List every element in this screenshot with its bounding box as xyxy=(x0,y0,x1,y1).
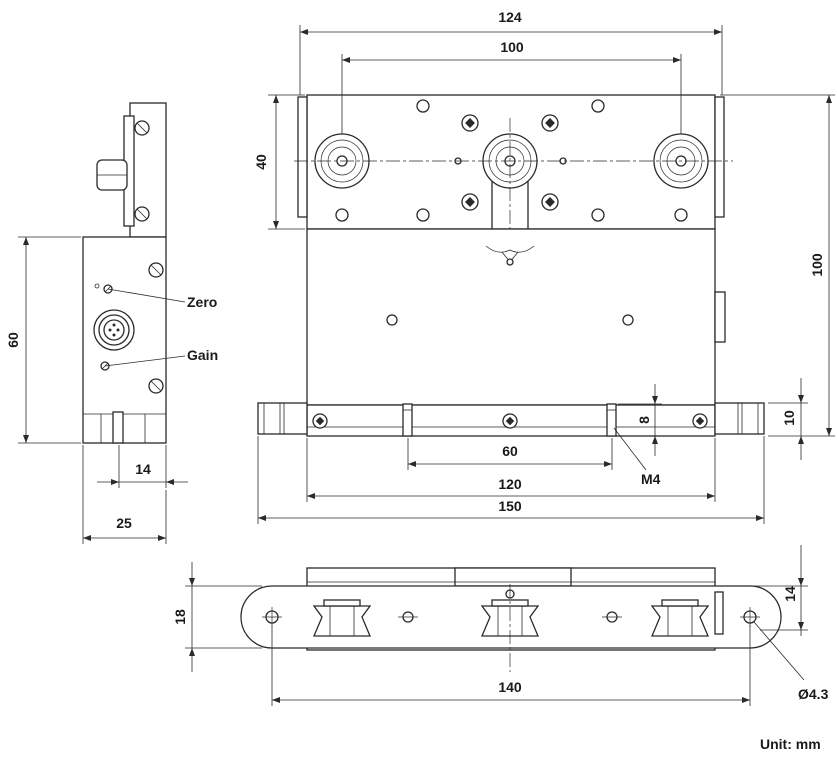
side-body-screw-bottom-slot xyxy=(150,380,162,392)
dim-arrow xyxy=(166,479,174,485)
dim-arrow xyxy=(714,29,722,35)
diameter-label: Ø4.3 xyxy=(798,686,829,702)
body-hole xyxy=(622,314,634,326)
dim-arrow xyxy=(798,436,804,444)
dim-arrow xyxy=(111,479,119,485)
dim-arrow xyxy=(307,493,315,499)
dim-25-label: 25 xyxy=(116,515,132,531)
dim-arrow xyxy=(798,578,804,586)
torx-screw xyxy=(502,413,518,429)
dim-arrow xyxy=(342,57,350,63)
torx-screw xyxy=(461,114,479,132)
side-view: Zero Gain 60 14 25 xyxy=(5,102,218,544)
plate-hole xyxy=(416,208,430,222)
torx-screw xyxy=(541,193,559,211)
dim-arrow xyxy=(408,461,416,467)
side-body-screw-top-slot xyxy=(150,264,162,276)
plate-hole xyxy=(416,99,430,113)
dim-100v-label: 100 xyxy=(809,253,825,277)
bottom-pulley-right xyxy=(650,599,710,637)
unit-label: Unit: mm xyxy=(760,736,821,752)
dim-arrow xyxy=(826,95,832,103)
dim-arrow xyxy=(826,428,832,436)
dim-arrow xyxy=(798,395,804,403)
plate-hole xyxy=(591,99,605,113)
front-plate-lip-right xyxy=(714,96,725,218)
dim-arrow xyxy=(189,648,195,656)
front-foot-right xyxy=(714,402,765,435)
wire-symbol-icon xyxy=(485,245,535,253)
dim-18-label: 18 xyxy=(172,609,188,625)
dim-14b-label: 14 xyxy=(782,586,798,602)
plate-hole xyxy=(591,208,605,222)
connector-pin xyxy=(116,328,120,332)
dim-arrow xyxy=(273,95,279,103)
side-thread-hole xyxy=(112,411,124,444)
front-body xyxy=(306,228,716,406)
side-screw-top-slot xyxy=(136,122,148,134)
front-plate-lip-left xyxy=(297,96,308,218)
dim-120-label: 120 xyxy=(498,476,522,492)
front-side-connector xyxy=(714,291,726,343)
dim-arrow xyxy=(652,396,658,404)
dim-arrow xyxy=(23,435,29,443)
m4-hole-right xyxy=(606,403,617,437)
dim-150-label: 150 xyxy=(498,498,522,514)
front-view: 124 100 40 100 10 8 M xyxy=(253,9,835,524)
dim-arrow xyxy=(707,493,715,499)
dim-arrow xyxy=(189,578,195,586)
torx-screw xyxy=(461,193,479,211)
dim-8-label: 8 xyxy=(636,416,652,424)
body-hole xyxy=(386,314,398,326)
dim-arrow xyxy=(604,461,612,467)
dim-100h-label: 100 xyxy=(500,39,524,55)
m4-leader xyxy=(613,427,647,471)
dim-arrow xyxy=(258,515,266,521)
dim-arrow xyxy=(756,515,764,521)
zero-led-icon xyxy=(94,283,100,289)
dim-124-label: 124 xyxy=(498,9,522,25)
side-connector-inner xyxy=(103,319,125,341)
dim-arrow xyxy=(798,622,804,630)
dim-arrow xyxy=(83,535,91,541)
connector-pin xyxy=(108,328,112,332)
front-foot-left xyxy=(257,402,308,435)
bottom-pulley-left xyxy=(312,599,372,637)
dim-arrow xyxy=(742,697,750,703)
dim-40-label: 40 xyxy=(253,154,269,170)
m4-hole-left xyxy=(402,403,413,437)
gain-label: Gain xyxy=(187,347,218,363)
side-screw-bottom-slot xyxy=(136,208,148,220)
dim-arrow xyxy=(300,29,308,35)
dim-140-label: 140 xyxy=(498,679,522,695)
bottom-top-block xyxy=(454,567,572,587)
torx-screw xyxy=(312,413,328,429)
torx-screw xyxy=(541,114,559,132)
m4-label: M4 xyxy=(641,471,661,487)
plate-hole xyxy=(674,208,688,222)
diameter-leader xyxy=(753,621,805,681)
plate-hole xyxy=(335,208,349,222)
torx-screw xyxy=(692,413,708,429)
dim-arrow xyxy=(652,436,658,444)
dim-10-label: 10 xyxy=(781,410,797,426)
dim-14s-label: 14 xyxy=(135,461,151,477)
gain-leader xyxy=(104,355,186,367)
dim-arrow xyxy=(158,535,166,541)
bottom-view: 18 14 140 Ø4.3 xyxy=(172,545,829,706)
dim-arrow xyxy=(673,57,681,63)
zero-label: Zero xyxy=(187,294,217,310)
connector-pin xyxy=(112,323,116,327)
dim-arrow xyxy=(23,237,29,245)
wire-symbol-eye xyxy=(506,258,514,266)
dim-60-label: 60 xyxy=(5,332,21,348)
bottom-side-connector xyxy=(714,591,724,635)
connector-pin xyxy=(112,333,116,337)
dim-60f-label: 60 xyxy=(502,443,518,459)
dim-arrow xyxy=(272,697,280,703)
zero-leader xyxy=(107,288,186,303)
dim-arrow xyxy=(273,221,279,229)
